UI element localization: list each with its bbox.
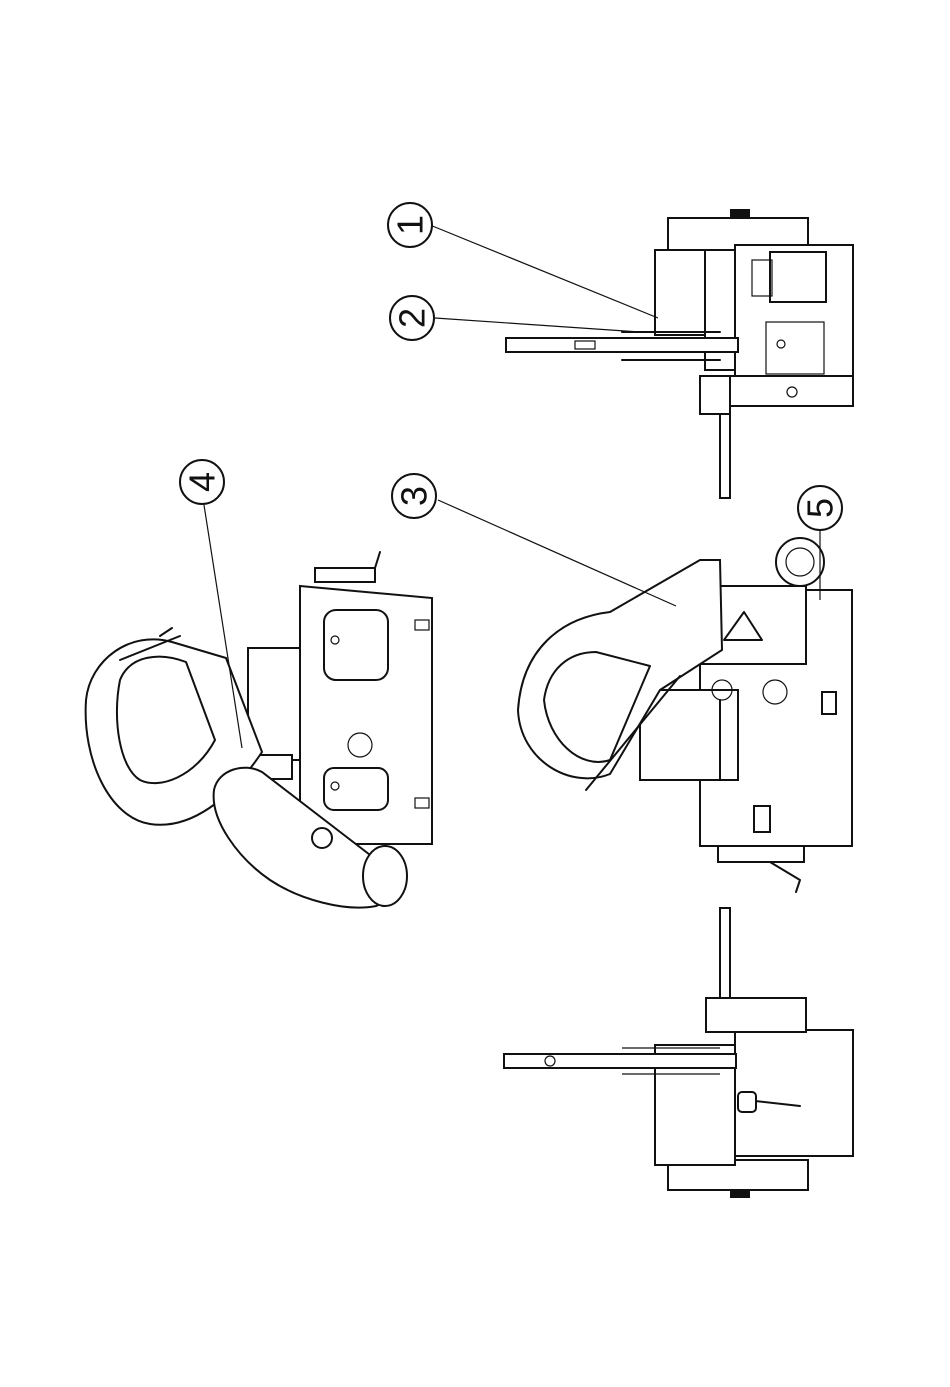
leader-2 [435,318,640,332]
callout-4-label: 4 [182,472,223,492]
end-view-top [506,209,853,498]
callout-3-label: 3 [394,486,435,506]
callout-2-label: 2 [392,308,433,328]
callout-4: 4 [180,460,224,504]
side-view-right [518,538,852,892]
end-view-bottom [504,908,853,1198]
leader-3 [438,500,676,606]
callout-1: 1 [388,203,432,247]
callout-5: 5 [798,486,842,530]
callout-5-label: 5 [800,498,841,518]
leader-1 [430,225,658,318]
callout-1-label: 1 [390,215,431,235]
callout-2: 2 [390,296,434,340]
callout-3: 3 [392,474,436,518]
side-view-left [86,552,432,908]
